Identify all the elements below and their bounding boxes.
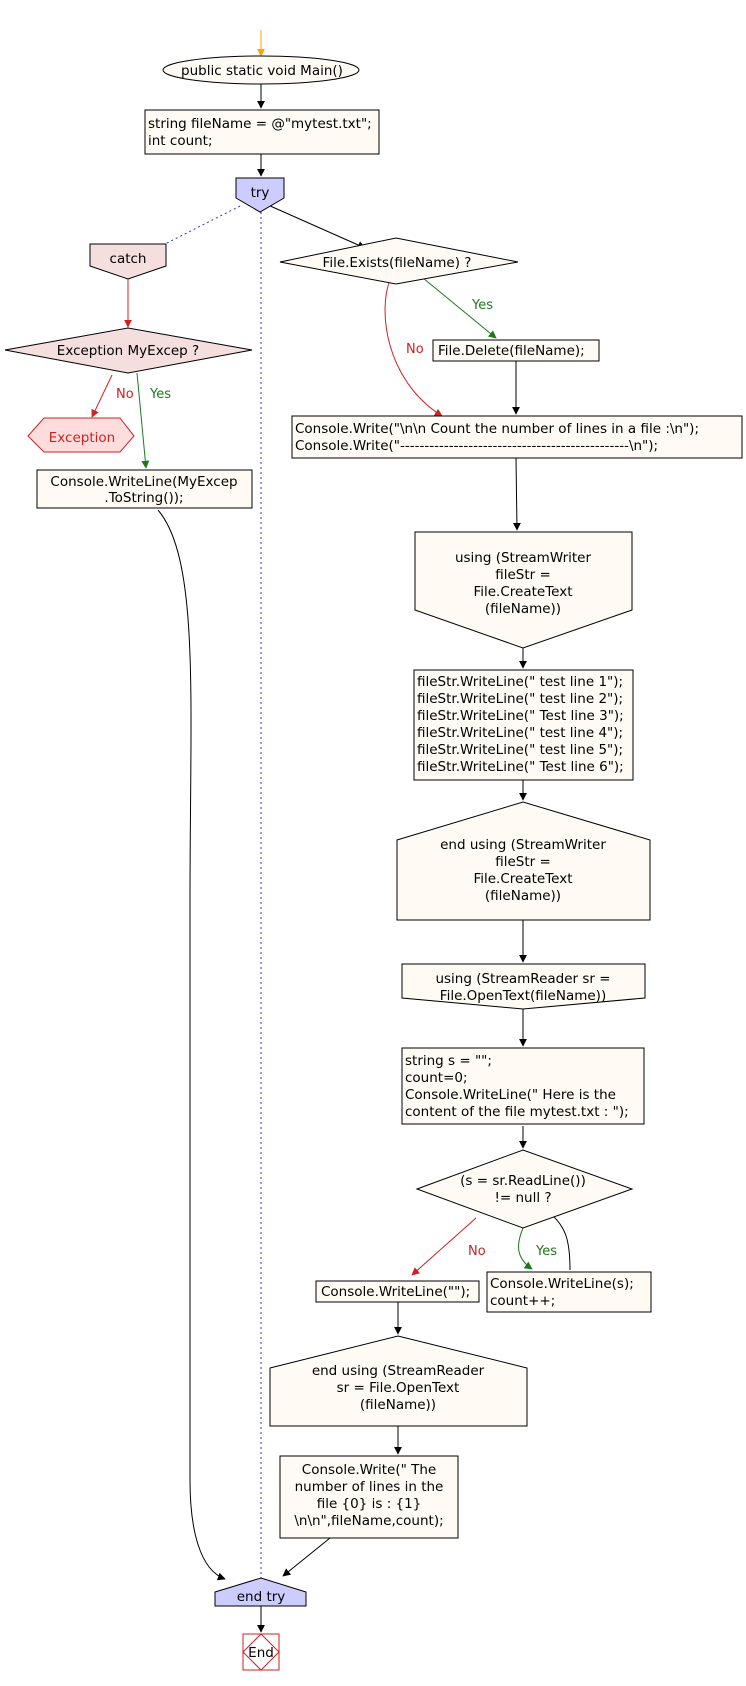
writeline-ex-line-1: Console.WriteLine(MyExcep bbox=[50, 474, 237, 490]
using-writer-line-2: fileStr = bbox=[495, 567, 551, 583]
loop-body-node: Console.WriteLine(s); count++; bbox=[486, 1271, 652, 1313]
decl-line-1: string fileName = @"mytest.txt"; bbox=[148, 116, 372, 132]
final-write-node: Console.Write(" The number of lines in t… bbox=[279, 1455, 459, 1539]
using-reader-line-1: using (StreamReader sr = bbox=[435, 971, 610, 987]
readline-line-1: (s = sr.ReadLine()) bbox=[460, 1173, 586, 1189]
read-no-label: No bbox=[468, 1244, 486, 1259]
using-writer-node: using (StreamWriter fileStr = File.Creat… bbox=[414, 531, 633, 649]
console-write-node: Console.Write("\n\n Count the number of … bbox=[291, 415, 743, 459]
final-write-line-2: number of lines in the bbox=[295, 1479, 444, 1495]
exists-no-label: No bbox=[406, 342, 424, 357]
end-using-writer-line-3: File.CreateText bbox=[473, 871, 572, 887]
exception-label: Exception bbox=[49, 430, 115, 446]
exception-cond-label: Exception MyExcep ? bbox=[57, 343, 199, 359]
final-write-line-3: file {0} is : {1} bbox=[317, 1496, 422, 1512]
console-write-line-1: Console.Write("\n\n Count the number of … bbox=[295, 421, 699, 437]
edge-exists-yes bbox=[422, 277, 497, 339]
try-label: try bbox=[251, 185, 270, 201]
catch-node: catch bbox=[89, 243, 167, 280]
init-line-3: Console.WriteLine(" Here is the bbox=[405, 1087, 616, 1103]
end-label: End bbox=[248, 1645, 274, 1661]
catch-label: catch bbox=[110, 251, 147, 267]
end-using-writer-line-4: (fileName)) bbox=[485, 888, 561, 904]
final-write-line-1: Console.Write(" The bbox=[302, 1462, 436, 1478]
init-node: string s = ""; count=0; Console.WriteLin… bbox=[401, 1047, 645, 1125]
end-node: End bbox=[242, 1633, 280, 1671]
write-line-5: fileStr.WriteLine(" test line 5"); bbox=[417, 742, 623, 758]
end-using-writer-line-2: fileStr = bbox=[495, 854, 551, 870]
write-line-2: fileStr.WriteLine(" test line 2"); bbox=[417, 691, 623, 707]
exists-yes-label: Yes bbox=[471, 298, 493, 313]
exception-decision: Exception MyExcep ? bbox=[4, 327, 253, 374]
delete-node: File.Delete(fileName); bbox=[432, 339, 600, 362]
readline-line-2: != null ? bbox=[494, 1190, 551, 1206]
exists-label: File.Exists(fileName) ? bbox=[323, 255, 472, 271]
writeline-empty-label: Console.WriteLine(""); bbox=[321, 1284, 470, 1300]
loop-body-line-2: count++; bbox=[490, 1293, 555, 1309]
delete-label: File.Delete(fileName); bbox=[438, 343, 585, 359]
end-using-reader-node: end using (StreamReader sr = File.OpenTe… bbox=[269, 1335, 528, 1427]
end-using-reader-line-1: end using (StreamReader bbox=[312, 1363, 485, 1379]
final-write-line-4: \n\n",fileName,count); bbox=[294, 1513, 443, 1529]
edge-final-endtry bbox=[282, 1537, 331, 1577]
loop-body-line-1: Console.WriteLine(s); bbox=[490, 1276, 634, 1292]
readline-decision: (s = sr.ReadLine()) != null ? bbox=[415, 1149, 634, 1229]
edge-read-no bbox=[411, 1217, 477, 1276]
end-try-label: end try bbox=[237, 1589, 286, 1605]
start-label: public static void Main() bbox=[181, 63, 343, 79]
edge-try-catch-dotted bbox=[164, 205, 241, 245]
edge-exc-no bbox=[91, 374, 113, 418]
console-write-line-2: Console.Write("-------------------------… bbox=[295, 438, 658, 454]
decl-line-2: int count; bbox=[148, 133, 213, 149]
write-line-3: fileStr.WriteLine(" Test line 3"); bbox=[417, 708, 624, 724]
write-line-4: fileStr.WriteLine(" test line 4"); bbox=[417, 725, 623, 741]
exception-node: Exception bbox=[27, 417, 135, 453]
writeline-exception-node: Console.WriteLine(MyExcep .ToString()); bbox=[36, 469, 253, 509]
exc-no-label: No bbox=[116, 387, 134, 402]
exc-yes-label: Yes bbox=[149, 387, 171, 402]
edge-write-using bbox=[512, 457, 521, 531]
write-line-6: fileStr.WriteLine(" Test line 6"); bbox=[417, 759, 624, 775]
using-writer-line-4: (fileName)) bbox=[485, 601, 561, 617]
using-reader-line-2: File.OpenText(fileName)) bbox=[440, 988, 606, 1004]
end-using-reader-line-3: (fileName)) bbox=[360, 1397, 436, 1413]
edge-exc-yes bbox=[136, 372, 150, 469]
end-try-node: end try bbox=[214, 1577, 307, 1607]
decl-node: string fileName = @"mytest.txt"; int cou… bbox=[144, 109, 380, 155]
edge-try-exists bbox=[267, 204, 366, 249]
init-line-1: string s = ""; bbox=[405, 1053, 492, 1069]
read-yes-label: Yes bbox=[535, 1244, 557, 1259]
writeline-ex-line-2: .ToString()); bbox=[104, 490, 183, 506]
exists-decision: File.Exists(fileName) ? bbox=[279, 237, 519, 285]
end-using-writer-node: end using (StreamWriter fileStr = File.C… bbox=[396, 801, 651, 921]
write-line-1: fileStr.WriteLine(" test line 1"); bbox=[417, 674, 623, 690]
end-using-reader-line-2: sr = File.OpenText bbox=[337, 1380, 460, 1396]
using-writer-line-3: File.CreateText bbox=[473, 584, 572, 600]
writeline-empty-node: Console.WriteLine(""); bbox=[315, 1280, 480, 1303]
start-node: public static void Main() bbox=[162, 55, 360, 85]
writes-node: fileStr.WriteLine(" test line 1"); fileS… bbox=[413, 669, 634, 781]
init-line-4: content of the file mytest.txt : "); bbox=[405, 1104, 629, 1120]
edge-writeline-endtry bbox=[157, 509, 226, 1581]
using-reader-node: using (StreamReader sr = File.OpenText(f… bbox=[401, 963, 646, 1010]
edges bbox=[91, 30, 571, 1633]
edge-read-yes bbox=[518, 1227, 533, 1270]
try-node: try bbox=[235, 177, 285, 213]
init-line-2: count=0; bbox=[405, 1070, 468, 1086]
edge-exists-no bbox=[384, 279, 443, 417]
using-writer-line-1: using (StreamWriter bbox=[455, 550, 592, 566]
end-using-writer-line-1: end using (StreamWriter bbox=[440, 837, 606, 853]
